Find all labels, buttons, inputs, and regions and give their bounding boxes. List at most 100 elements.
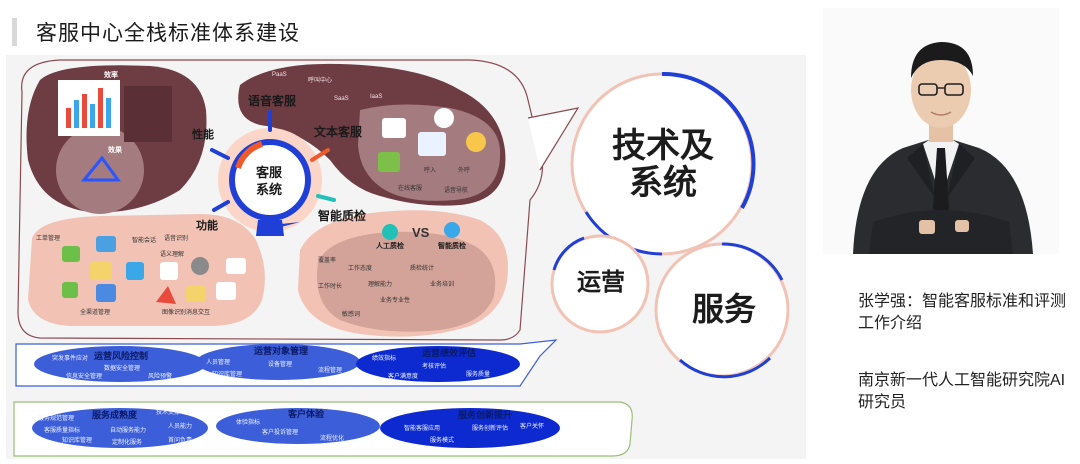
core-system-line2: 系统 (256, 182, 283, 197)
efficiency-bar (74, 100, 79, 128)
quality-term: 质检统计 (410, 266, 435, 272)
ops-term: 突发事件应对 (52, 356, 89, 362)
service-term: 定制化服务 (112, 440, 143, 446)
smart-qc-icon (444, 222, 460, 238)
service-term: 知识库管理 (62, 438, 93, 444)
speech-tail (527, 107, 580, 171)
app-icon-2 (96, 236, 116, 252)
cloud-term: 呼入 (424, 168, 437, 174)
ops-term: 考核评估 (422, 364, 447, 370)
app-icon-6 (96, 284, 116, 302)
service-term: 智能客服应用 (404, 426, 441, 432)
ops-term: 信息安全管理 (66, 374, 103, 380)
outline-container (17, 59, 543, 341)
function-term: 语音识别 (164, 236, 189, 242)
bulb-ring-accent (235, 141, 264, 170)
app-icon-5 (62, 282, 78, 298)
cloud-term: 呼叫中心 (308, 78, 333, 84)
tech-system-label: 技术及 系统 (598, 127, 728, 203)
ops-term: 流程管理 (318, 368, 343, 374)
efficiency-bar (98, 88, 103, 128)
quality-label: 智能质检 (318, 209, 367, 223)
manual-qc-label: 人工质检 (376, 243, 404, 250)
ray-left (210, 148, 230, 160)
service-term: 体验指标 (236, 420, 261, 426)
efficiency-bar (106, 98, 111, 128)
service-circle-arc-2 (679, 356, 772, 379)
page-title: 客服中心全栈标准体系建设 (36, 22, 300, 45)
cloud-term: SaaS (334, 96, 349, 102)
ops-term: 服务质量 (466, 372, 491, 378)
ops-term: 风险预警 (148, 374, 173, 380)
quality-term: 工作态度 (348, 266, 373, 272)
cloud-term: PaaS (272, 72, 287, 78)
quality-term: 业务培训 (430, 282, 455, 288)
slide: 客服中心全栈标准体系建设 (6, 18, 806, 459)
ray-right (310, 148, 330, 162)
tech-system-line2: 系统 (629, 164, 697, 203)
quality-term: 覆盖率 (318, 258, 337, 264)
function-term: 全渠道管理 (80, 310, 111, 316)
cloud-icon-2 (418, 132, 446, 156)
service-term: 服务创新评估 (472, 426, 509, 432)
app-icon-12 (216, 282, 236, 300)
app-icon-8 (191, 257, 209, 275)
quality-term: 敏感词 (342, 312, 361, 318)
service-item-maturity: 服务成熟度 (92, 410, 138, 420)
effect-label: 效果 (108, 147, 122, 154)
presenter-title: 张学强：智能客服标准和评测工作介绍 (858, 293, 1067, 332)
cloud-term: 语音导航 (444, 188, 469, 194)
ops-circle-ring (550, 234, 650, 334)
ops-term: 客户满意度 (388, 374, 419, 380)
vs-label: VS (412, 225, 430, 240)
service-term: 技术支撑 (156, 410, 181, 416)
presenter-affiliation: 南京新一代人工智能研究院AI研究员 (858, 372, 1066, 411)
service-ellipse-2 (216, 408, 380, 444)
service-label: 服务 (691, 291, 756, 327)
service-ellipse-3 (380, 408, 560, 448)
service-term: 服务模式 (430, 438, 455, 444)
ops-ellipse-2 (196, 344, 360, 380)
function-term: 工单管理 (36, 236, 61, 242)
ops-term: 设备管理 (268, 362, 293, 368)
performance-label: 性能 (192, 129, 214, 141)
app-icon-4 (126, 262, 144, 280)
service-ellipse-1 (32, 408, 208, 448)
effect-circle (56, 126, 144, 214)
function-label: 功能 (196, 220, 218, 232)
function-term: 语义理解 (160, 252, 185, 258)
efficiency-label: 效率 (104, 72, 118, 79)
service-term: 流程优化 (320, 436, 345, 442)
ops-term: 人员管理 (206, 360, 231, 366)
efficiency-bar (66, 108, 71, 128)
smart-qc-label: 智能质检 (438, 243, 466, 250)
ops-term: 知识库管理 (212, 372, 243, 378)
ray-right-low (316, 194, 336, 202)
service-term: 自动服务能力 (110, 428, 147, 434)
ops-circle-arc (552, 236, 585, 271)
service-term: 首问负责 (168, 438, 193, 444)
cloud-term: 在线客服 (398, 186, 423, 192)
ray-left-low (212, 200, 230, 212)
quality-term: 业务专业性 (380, 298, 411, 304)
quality-blob-inner (316, 231, 496, 332)
ops-term: 绩效指标 (372, 356, 397, 362)
ops-ellipse-3 (356, 346, 520, 382)
service-item-experience: 客户体验 (288, 409, 325, 419)
service-item-innovation: 服务创新提升 (458, 410, 513, 420)
cloud-term: IaaS (370, 94, 383, 100)
cloud-icon-3 (434, 108, 454, 128)
voice-service-label: 语音客服 (248, 94, 297, 108)
diagram-shapes (13, 59, 790, 457)
operations-label: 运营 (577, 269, 625, 296)
ops-item-performance: 运营绩效评估 (422, 348, 477, 358)
app-icon-1 (62, 246, 80, 262)
function-term: 图像识别消息交互 (162, 310, 211, 316)
ops-ellipse-1 (34, 346, 206, 382)
cloud-term: 外呼 (458, 168, 471, 174)
bulb-arrow (262, 222, 300, 232)
quality-term: 理解能力 (368, 282, 393, 288)
tech-circle-arc (661, 71, 756, 209)
ops-item-object: 运营对象管理 (254, 346, 309, 356)
presenter-avatar (823, 8, 1059, 254)
